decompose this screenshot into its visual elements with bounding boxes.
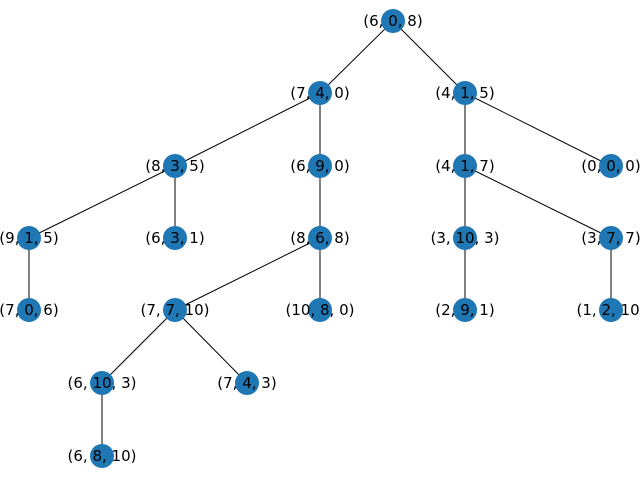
tree-node	[235, 371, 259, 395]
tree-node	[453, 226, 477, 250]
node-label: (1, 2, 10)	[577, 301, 640, 319]
tree-node	[453, 154, 477, 178]
tree-node	[453, 298, 477, 322]
tree-node	[308, 226, 332, 250]
node-label: (7, 0, 6)	[0, 301, 59, 319]
tree-edge	[101, 309, 176, 384]
node-label: (6, 8, 10)	[68, 447, 137, 465]
tree-node	[308, 298, 332, 322]
tree-node	[163, 226, 187, 250]
node-label: (2, 9, 1)	[435, 301, 494, 319]
tree-edge	[464, 165, 612, 239]
tree-node	[599, 298, 623, 322]
node-label: (7, 4, 3)	[217, 374, 276, 392]
tree-node	[308, 154, 332, 178]
tree-edge	[28, 165, 176, 239]
tree-node	[17, 226, 41, 250]
node-label: (3, 7, 7)	[581, 229, 640, 247]
tree-edge	[392, 20, 466, 94]
tree-node	[308, 81, 332, 105]
tree-node	[90, 444, 114, 468]
tree-node	[17, 298, 41, 322]
node-label: (6, 3, 1)	[145, 229, 204, 247]
node-label: (10, 8, 0)	[286, 301, 355, 319]
tree-edge	[319, 20, 394, 94]
node-label: (6, 10, 3)	[68, 374, 137, 392]
node-label: (7, 7, 10)	[141, 301, 210, 319]
tree-node	[90, 371, 114, 395]
node-label: (8, 3, 5)	[145, 157, 204, 175]
tree-node	[163, 298, 187, 322]
tree-edge	[174, 309, 248, 384]
node-label: (7, 4, 0)	[290, 84, 349, 102]
tree-node	[453, 81, 477, 105]
nodes-layer: (6, 0, 8) (7, 4, 0) (4, 1, 5) (8, 3, 5) (6, …	[0, 9, 640, 468]
node-label: (8, 6, 8)	[290, 229, 349, 247]
node-label: (3, 10, 3)	[431, 229, 500, 247]
tree-node	[599, 226, 623, 250]
node-label: (6, 9, 0)	[290, 157, 349, 175]
tree-edge	[174, 92, 321, 167]
tree-node	[599, 154, 623, 178]
tree-edge	[464, 92, 612, 167]
node-label: (6, 0, 8)	[363, 12, 422, 30]
tree-node	[163, 154, 187, 178]
tree-edge	[174, 237, 321, 311]
node-label: (0, 0, 0)	[581, 157, 640, 175]
tree-node	[381, 9, 405, 33]
node-label: (4, 1, 7)	[435, 157, 494, 175]
node-label: (4, 1, 5)	[435, 84, 494, 102]
node-label: (9, 1, 5)	[0, 229, 59, 247]
